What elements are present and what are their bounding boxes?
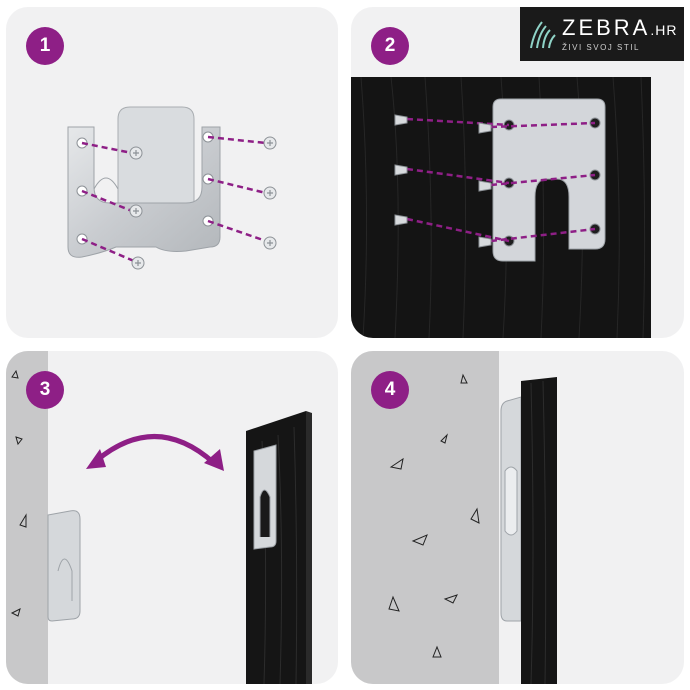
step-3-panel: 3 bbox=[6, 351, 338, 684]
step-1-illustration bbox=[67, 106, 277, 270]
step-2-illustration bbox=[351, 76, 651, 338]
step-2-panel: 2 bbox=[351, 7, 684, 338]
double-arrow-icon bbox=[86, 434, 224, 471]
step-1-badge: 1 bbox=[26, 27, 64, 65]
step-1-panel: 1 bbox=[6, 7, 338, 338]
screw-icon bbox=[394, 114, 492, 248]
screw-guides bbox=[81, 135, 267, 263]
step-3-illustration bbox=[6, 351, 312, 684]
step-4-panel: 4 bbox=[351, 351, 684, 684]
step-4-illustration bbox=[351, 351, 557, 684]
brand-name: ZEBRA bbox=[562, 14, 651, 40]
step-3-badge: 3 bbox=[26, 371, 64, 409]
screw-icon bbox=[129, 136, 277, 270]
zebra-logo-icon bbox=[530, 21, 556, 49]
bracket-icon bbox=[492, 98, 606, 262]
brand-suffix: .HR bbox=[650, 21, 678, 38]
zebra-logo: ZEBRA.HR ŽIVI SVOJ STIL bbox=[520, 7, 684, 61]
screw-guides bbox=[406, 117, 596, 243]
wood-panel bbox=[521, 377, 557, 684]
wall bbox=[351, 351, 499, 684]
step-2-badge: 2 bbox=[371, 27, 409, 65]
step-4-badge: 4 bbox=[371, 371, 409, 409]
brand-tagline: ŽIVI SVOJ STIL bbox=[562, 42, 640, 52]
bracket-icon bbox=[47, 510, 81, 622]
